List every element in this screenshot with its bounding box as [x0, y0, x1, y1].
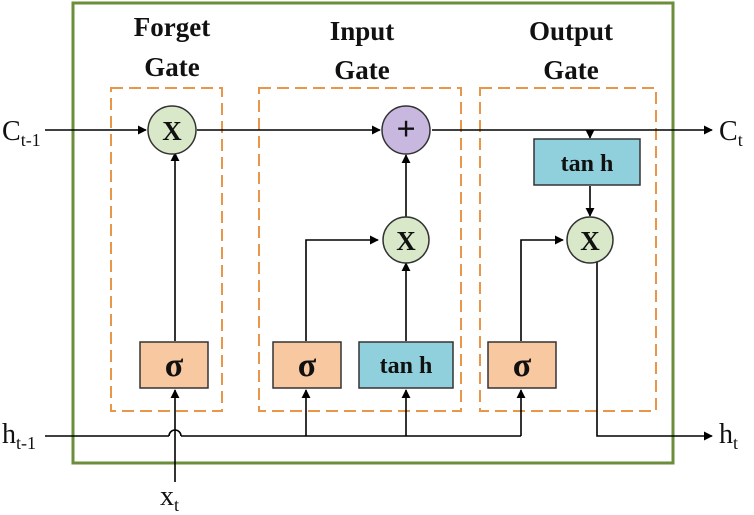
hidden-out-main: h — [719, 419, 733, 450]
cell-prev-main: C — [2, 116, 21, 147]
cell-prev-label: Ct-1 — [2, 116, 41, 150]
forget-sigmoid-label: σ — [165, 347, 184, 384]
output-tanh-box — [533, 138, 641, 186]
output-multiply-label: X — [580, 226, 600, 256]
hidden-prev-main: h — [2, 419, 16, 450]
hidden-out-label: ht — [719, 419, 738, 453]
hidden-prev-label: ht-1 — [2, 419, 36, 453]
input-sigma-to-mult — [305, 235, 379, 341]
input-tanh-label: tan h — [380, 353, 433, 379]
hidden-prev-sub: t-1 — [16, 433, 36, 453]
input-gate-title-line2: Gate — [334, 55, 389, 85]
add-node — [381, 105, 431, 155]
input-tanh-box — [358, 341, 454, 389]
input-gate-title-line1: Input — [330, 16, 395, 46]
cell-out-main: C — [719, 116, 738, 147]
output-gate-region — [479, 87, 657, 412]
forget-sigmoid-box — [139, 341, 209, 389]
forget-multiply-node — [147, 105, 197, 155]
cell-frame — [71, 1, 675, 465]
cell-out-sub: t — [738, 130, 743, 150]
output-multiply-node — [566, 216, 614, 264]
forget-multiply-label: X — [162, 116, 182, 146]
cell-out-label: Ct — [719, 116, 743, 150]
cell-prev-sub: t-1 — [21, 130, 41, 150]
input-multiply-node — [382, 216, 430, 264]
output-sigmoid-box — [487, 341, 557, 389]
x-input-label: xt — [160, 481, 179, 515]
add-label: + — [396, 111, 415, 148]
input-sigmoid-label: σ — [298, 347, 317, 384]
x-input-sub: t — [174, 495, 179, 515]
forget-gate-title-line1: Forget — [134, 12, 210, 42]
forget-gate-title-line2: Gate — [144, 52, 199, 82]
output-gate-title-line2: Gate — [543, 55, 598, 85]
hidden-out-sub: t — [733, 433, 738, 453]
output-gate-title-line1: Output — [529, 16, 613, 46]
input-gate-region — [258, 87, 462, 412]
output-mult-to-hidden — [596, 262, 713, 441]
input-multiply-label: X — [396, 226, 416, 256]
x-input-main: x — [160, 481, 174, 512]
output-tanh-label: tan h — [561, 151, 614, 177]
output-sigmoid-label: σ — [513, 347, 532, 384]
forget-gate-region — [110, 87, 223, 412]
output-sigma-to-mult — [520, 235, 564, 341]
input-sigmoid-box — [272, 341, 342, 389]
